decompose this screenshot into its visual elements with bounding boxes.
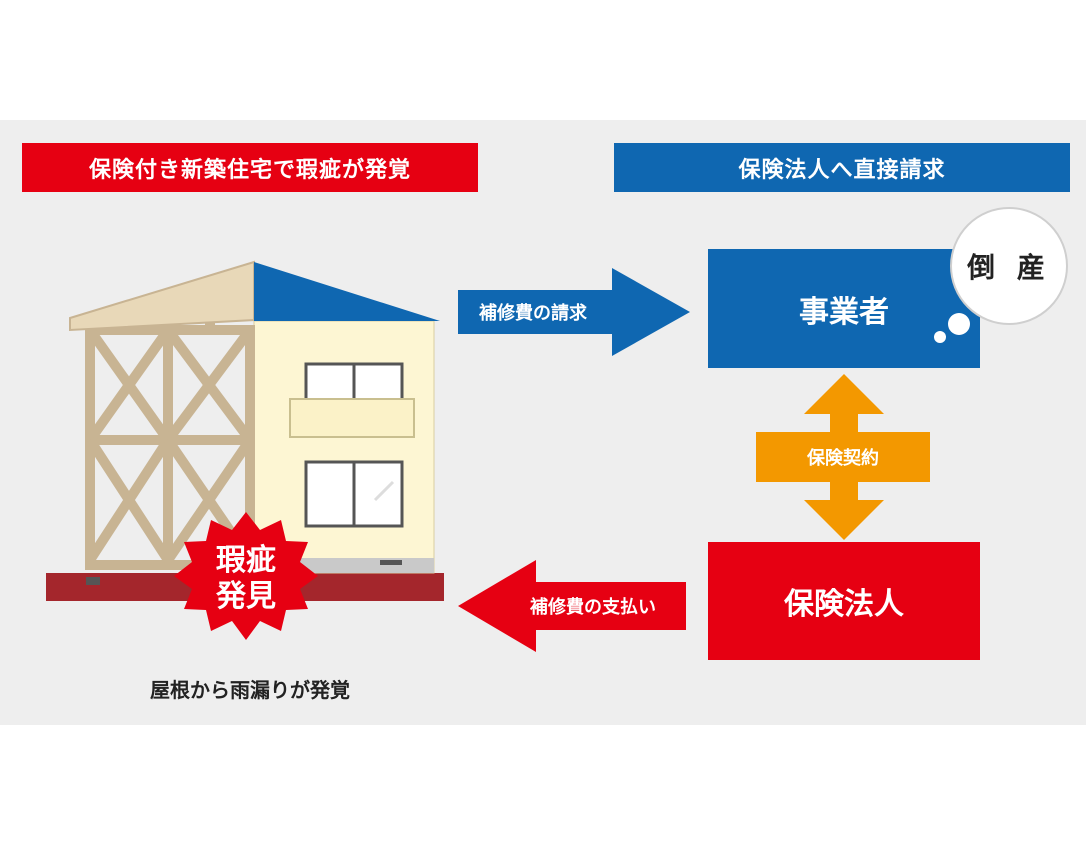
header-defect-found: 保険付き新築住宅で瑕疵が発覚 bbox=[22, 143, 478, 192]
thought-dot-large bbox=[948, 313, 970, 335]
house-caption: 屋根から雨漏りが発覚 bbox=[150, 678, 350, 702]
defect-burst-line2: 発見 bbox=[216, 579, 276, 614]
roof-eave bbox=[69, 260, 255, 332]
insurance-corporation-box: 保険法人 bbox=[708, 542, 980, 660]
defect-burst-text: 瑕疵 発見 bbox=[186, 543, 306, 615]
contract-arrow bbox=[756, 374, 930, 540]
contract-arrow-label: 保険契約 bbox=[807, 448, 879, 469]
house-window-upper bbox=[304, 362, 404, 404]
business-operator-box: 事業者 bbox=[708, 249, 980, 368]
defect-burst-line1: 瑕疵 bbox=[216, 543, 276, 578]
bankruptcy-bubble: 倒 産 bbox=[950, 207, 1068, 325]
house-balcony bbox=[289, 398, 415, 438]
header-direct-claim: 保険法人へ直接請求 bbox=[614, 143, 1070, 192]
thought-dot-small bbox=[934, 331, 946, 343]
claim-arrow-label: 補修費の請求 bbox=[479, 303, 587, 324]
house-window-lower bbox=[304, 460, 404, 528]
house-wood-frame bbox=[85, 295, 255, 570]
roof-blue bbox=[254, 262, 440, 321]
defect-burst bbox=[174, 512, 318, 640]
payment-arrow-label: 補修費の支払い bbox=[530, 597, 656, 618]
payment-arrow bbox=[458, 560, 686, 652]
house-illustration bbox=[46, 260, 444, 601]
claim-arrow bbox=[458, 268, 690, 356]
